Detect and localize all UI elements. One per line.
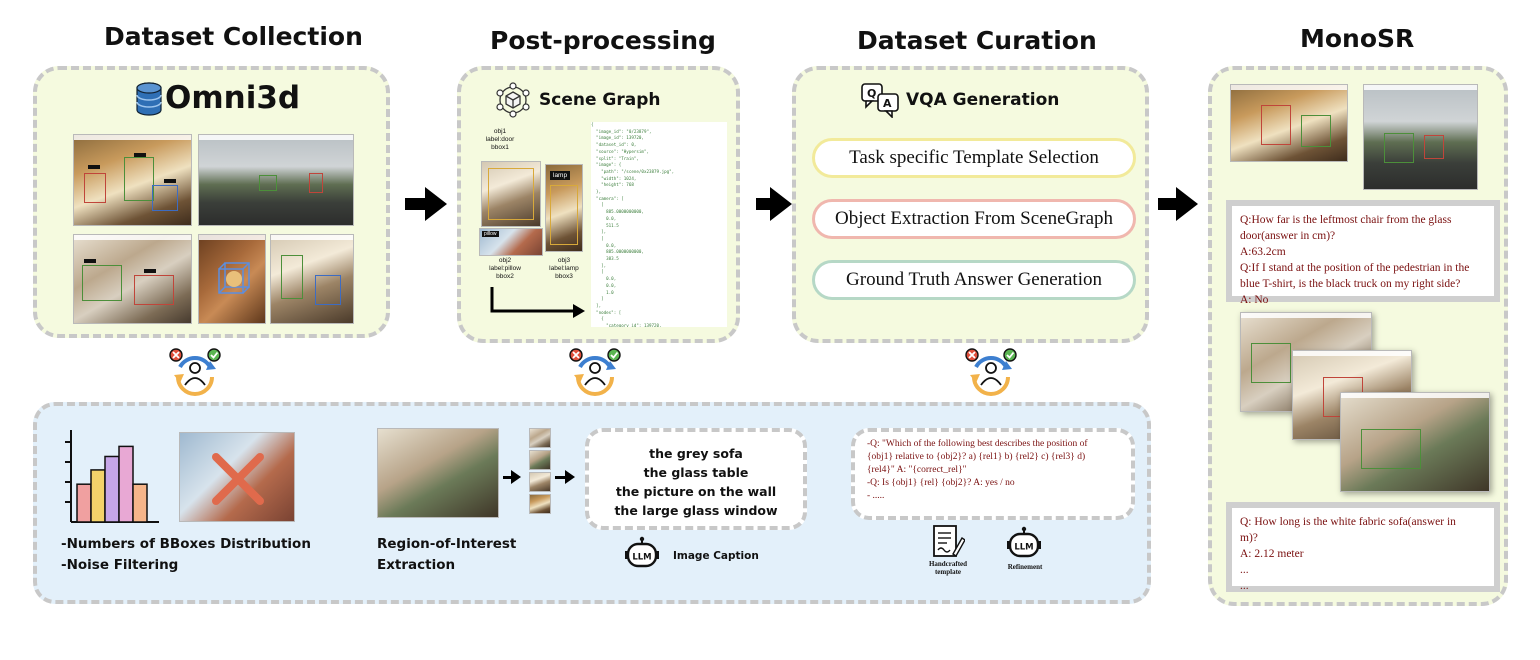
stage-title-monosr: MonoSR bbox=[1300, 24, 1415, 53]
svg-text:Q: Q bbox=[867, 87, 876, 100]
graph-to-json-arrow bbox=[490, 287, 585, 318]
cross-icon bbox=[212, 453, 264, 505]
sample-image-living-room bbox=[73, 234, 192, 324]
door-crop-image bbox=[481, 161, 541, 227]
roi-extraction-label: Region-of-Interest Extraction bbox=[377, 536, 517, 573]
monosr-panel: Q:How far is the leftmost chair from the… bbox=[1208, 66, 1508, 606]
handcrafted-template-label: Handcrafted template bbox=[928, 560, 968, 576]
svg-text:A: A bbox=[883, 97, 892, 110]
stage-title-postprocessing: Post-processing bbox=[490, 26, 716, 55]
histogram-bar bbox=[132, 483, 148, 523]
sample-image-street bbox=[198, 134, 354, 226]
monosr-qa-box-1: Q:How far is the leftmost chair from the… bbox=[1226, 200, 1500, 306]
step-object-extraction: Object Extraction From SceneGraph bbox=[812, 199, 1136, 239]
histogram-bar bbox=[104, 455, 120, 523]
refinement-llm-icon: LLM bbox=[1007, 526, 1041, 558]
histogram-bar bbox=[76, 483, 92, 523]
scene-graph-icon bbox=[496, 82, 530, 118]
database-icon bbox=[136, 82, 162, 116]
stage-title-collection: Dataset Collection bbox=[104, 22, 363, 51]
vqa-icon: Q A bbox=[861, 83, 899, 118]
sample-image-object bbox=[198, 234, 266, 324]
image-caption-label: Image Caption bbox=[673, 550, 759, 562]
template-box: -Q: "Which of the following best describ… bbox=[851, 428, 1135, 520]
roi-crop-2 bbox=[529, 450, 551, 470]
handcrafted-template-icon bbox=[933, 525, 965, 558]
human-verification-icon-1 bbox=[169, 348, 221, 396]
histogram-bar bbox=[118, 445, 134, 523]
roi-crop-1 bbox=[529, 428, 551, 448]
svg-text:LLM: LLM bbox=[1014, 543, 1033, 553]
stage-title-curation: Dataset Curation bbox=[857, 26, 1097, 55]
curation-panel: Q A VQA Generation Task specific Templat… bbox=[792, 66, 1149, 343]
refinement-label: Refinement bbox=[1007, 563, 1043, 571]
sample-image-indoor bbox=[73, 134, 192, 226]
scene-graph-json: { "image_id": "0/23879", "image_id": 139… bbox=[591, 122, 727, 327]
collection-panel: Omni3d bbox=[33, 66, 390, 338]
step-answer-generation: Ground Truth Answer Generation bbox=[812, 260, 1136, 300]
monosr-qa-box-2: Q: How long is the white fabric sofa(ans… bbox=[1226, 502, 1500, 592]
step-template-selection: Task specific Template Selection bbox=[812, 138, 1136, 178]
monosr-image-street bbox=[1363, 84, 1478, 190]
roi-crop-4 bbox=[529, 494, 551, 514]
vqa-generation-label: VQA Generation bbox=[906, 90, 1060, 110]
human-verification-icon-3 bbox=[965, 348, 1017, 396]
histogram-bar bbox=[90, 469, 106, 523]
filtering-labels: -Numbers of BBoxes Distribution -Noise F… bbox=[61, 536, 311, 573]
llm-robot-icon: LLM bbox=[625, 536, 659, 568]
omni3d-title: Omni3d bbox=[165, 80, 301, 116]
refinement-panel: -Numbers of BBoxes Distribution -Noise F… bbox=[33, 402, 1151, 604]
lamp-crop-image: lamp bbox=[545, 164, 583, 252]
pillow-crop-image: pillow bbox=[479, 228, 543, 256]
roi-crop-3 bbox=[529, 472, 551, 492]
stacked-image-3 bbox=[1340, 392, 1490, 492]
svg-text:LLM: LLM bbox=[632, 553, 651, 563]
bbox-distribution-histogram bbox=[65, 430, 159, 523]
sample-image-hallway bbox=[270, 234, 354, 324]
roi-source-image bbox=[377, 428, 499, 518]
scene-graph-label: Scene Graph bbox=[539, 90, 661, 110]
human-verification-icon-2 bbox=[569, 348, 621, 396]
caption-list: the grey sofa the glass table the pictur… bbox=[585, 428, 807, 530]
monosr-image-indoor bbox=[1230, 84, 1348, 162]
noise-image bbox=[179, 432, 295, 522]
